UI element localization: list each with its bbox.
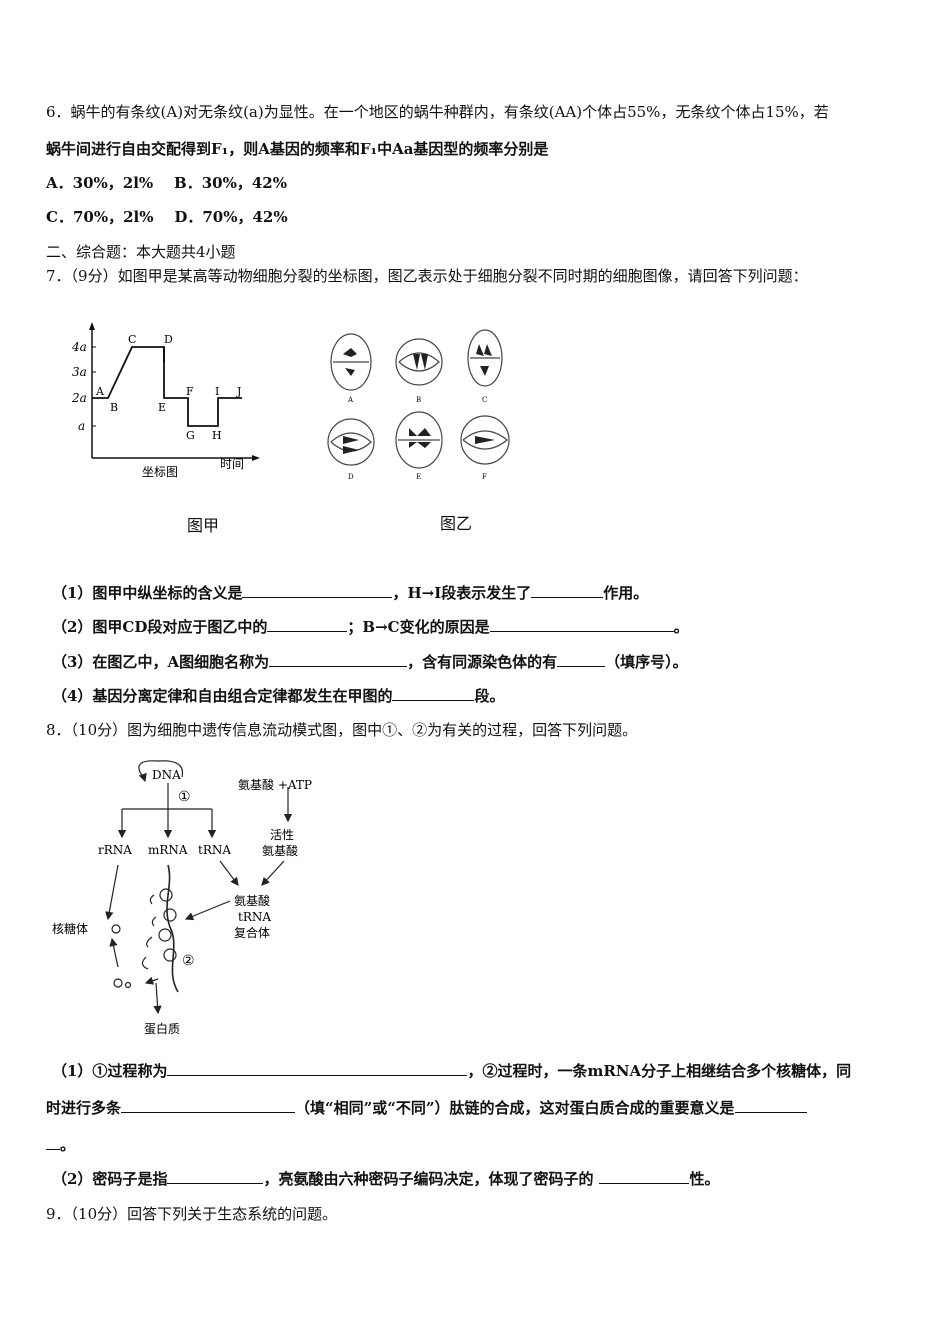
q6-option-d: D．70%，42% (174, 208, 288, 226)
trna-label: tRNA (198, 843, 231, 857)
answer-blank-1[interactable] (242, 582, 393, 598)
point-C: C (128, 333, 136, 346)
q8-sub1-line1: （1）①过程称为，②过程时，一条mRNA分子上相继结合多个核糖体，同 (52, 1060, 852, 1080)
process-2-label: ② (182, 953, 195, 969)
point-H: H (212, 429, 222, 442)
q6-stem-line2: 蜗牛间进行自由交配得到F₁，则A基因的频率和F₁中Aa基因型的频率分别是 (46, 140, 549, 158)
q8-sub1-line2: 时进行多条（填“相同”或“不同”）肽链的合成，这对蛋白质合成的重要意义是 (46, 1097, 807, 1119)
process-1-label: ① (178, 789, 191, 805)
ytick-2a: 2a (71, 391, 87, 405)
cell-label-A: A (347, 396, 354, 404)
cell-label-F: F (482, 473, 487, 481)
ytick-3a: 3a (72, 365, 87, 379)
x-axis-label: 时间 (220, 457, 244, 471)
q9-stem: 9．（10分）回答下列关于生态系统的问题。 (46, 1205, 338, 1223)
answer-blank-6[interactable] (557, 651, 606, 667)
rrna-label: rRNA (98, 843, 132, 857)
q6-option-c: C．70%，2l% (46, 208, 154, 226)
point-I: I (215, 385, 219, 398)
active-aa-label-2: 氨基酸 (262, 843, 298, 858)
ytick-4a: 4a (71, 340, 87, 354)
q6-option-a: A．30%，2l% (46, 174, 154, 192)
dna-label: DNA (152, 768, 181, 782)
complex-label-1: 氨基酸 (234, 893, 270, 908)
protein-label: 蛋白质 (144, 1021, 180, 1036)
point-B: B (110, 401, 118, 414)
q8-stem: 8．（10分）图为细胞中遗传信息流动模式图，图中①、②为有关的过程，回答下列问题… (46, 721, 638, 739)
section-heading: 二、综合题：本大题共4小题 (46, 243, 236, 261)
cell-label-C: C (482, 396, 487, 404)
complex-label-2: tRNA (238, 910, 271, 924)
ytick-a: a (78, 419, 85, 433)
figure-yi-caption: 图乙 (440, 514, 473, 533)
cell-label-B: B (416, 396, 421, 404)
q8-sub1-line3: 。 (46, 1134, 75, 1156)
point-D: D (164, 333, 173, 346)
answer-blank-10[interactable] (734, 1097, 807, 1113)
ribosome-label: 核糖体 (52, 921, 88, 936)
answer-blank-2[interactable] (531, 582, 604, 598)
point-J: J (236, 385, 241, 398)
complex-label-3: 复合体 (234, 925, 270, 940)
q6-options-ab: A．30%，2l% B．30%，42% (46, 172, 287, 194)
aa-atp-label: 氨基酸 +ATP (238, 777, 312, 792)
q6-option-b: B．30%，42% (174, 174, 287, 192)
q7-sub2: （2）图甲CD段对应于图乙中的；B→C变化的原因是。 (52, 616, 689, 636)
answer-blank-4[interactable] (489, 616, 674, 632)
cell-label-E: E (416, 473, 421, 481)
figure-jia-coordinate-graph: 4a 3a 2a a A B C D E F G H I J 坐标图 时间 (60, 318, 260, 488)
q7-sub1: （1）图甲中纵坐标的含义是，H→I段表示发生了作用。 (52, 582, 649, 602)
point-F: F (186, 385, 194, 398)
active-aa-label-1: 活性 (270, 828, 294, 842)
mrna-label: mRNA (148, 843, 188, 857)
q6-options-cd: C．70%，2l% D．70%，42% (46, 206, 288, 228)
cell-label-D: D (348, 473, 354, 481)
answer-blank-12[interactable] (599, 1168, 690, 1184)
point-A: A (95, 385, 105, 398)
answer-blank-7[interactable] (392, 685, 475, 701)
q7-sub3: （3）在图乙中，A图细胞名称为，含有同源染色体的有（填序号）。 (52, 651, 688, 671)
answer-blank-9[interactable] (121, 1097, 296, 1113)
answer-blank-8[interactable] (167, 1060, 468, 1076)
answer-blank-5[interactable] (269, 651, 408, 667)
answer-blank-3[interactable] (267, 616, 348, 632)
q7-stem: 7．（9分）如图甲是某高等动物细胞分裂的坐标图，图乙表示处于细胞分裂不同时期的细… (46, 267, 808, 285)
answer-blank-10-cont[interactable] (46, 1134, 60, 1150)
q7-sub4: （4）基因分离定律和自由组合定律都发生在甲图的段。 (52, 685, 505, 705)
figure-jia-caption: 图甲 (187, 516, 220, 535)
answer-blank-11[interactable] (167, 1168, 264, 1184)
figure-yi-cell-images: A B C D E F (325, 324, 525, 484)
q6-stem-line1: 6．蜗牛的有条纹(A)对无条纹(a)为显性。在一个地区的蜗牛种群内，有条纹(AA… (46, 103, 829, 121)
figure-gene-expression-flow: DNA ① 氨基酸 +ATP 活性 氨基酸 rRNA mRNA tRNA 氨基酸… (48, 757, 348, 1042)
point-G: G (186, 429, 195, 442)
point-E: E (158, 401, 166, 414)
graph-label: 坐标图 (142, 465, 178, 479)
q8-sub2: （2）密码子是指，亮氨酸由六种密码子编码决定，体现了密码子的性。 (52, 1168, 720, 1188)
